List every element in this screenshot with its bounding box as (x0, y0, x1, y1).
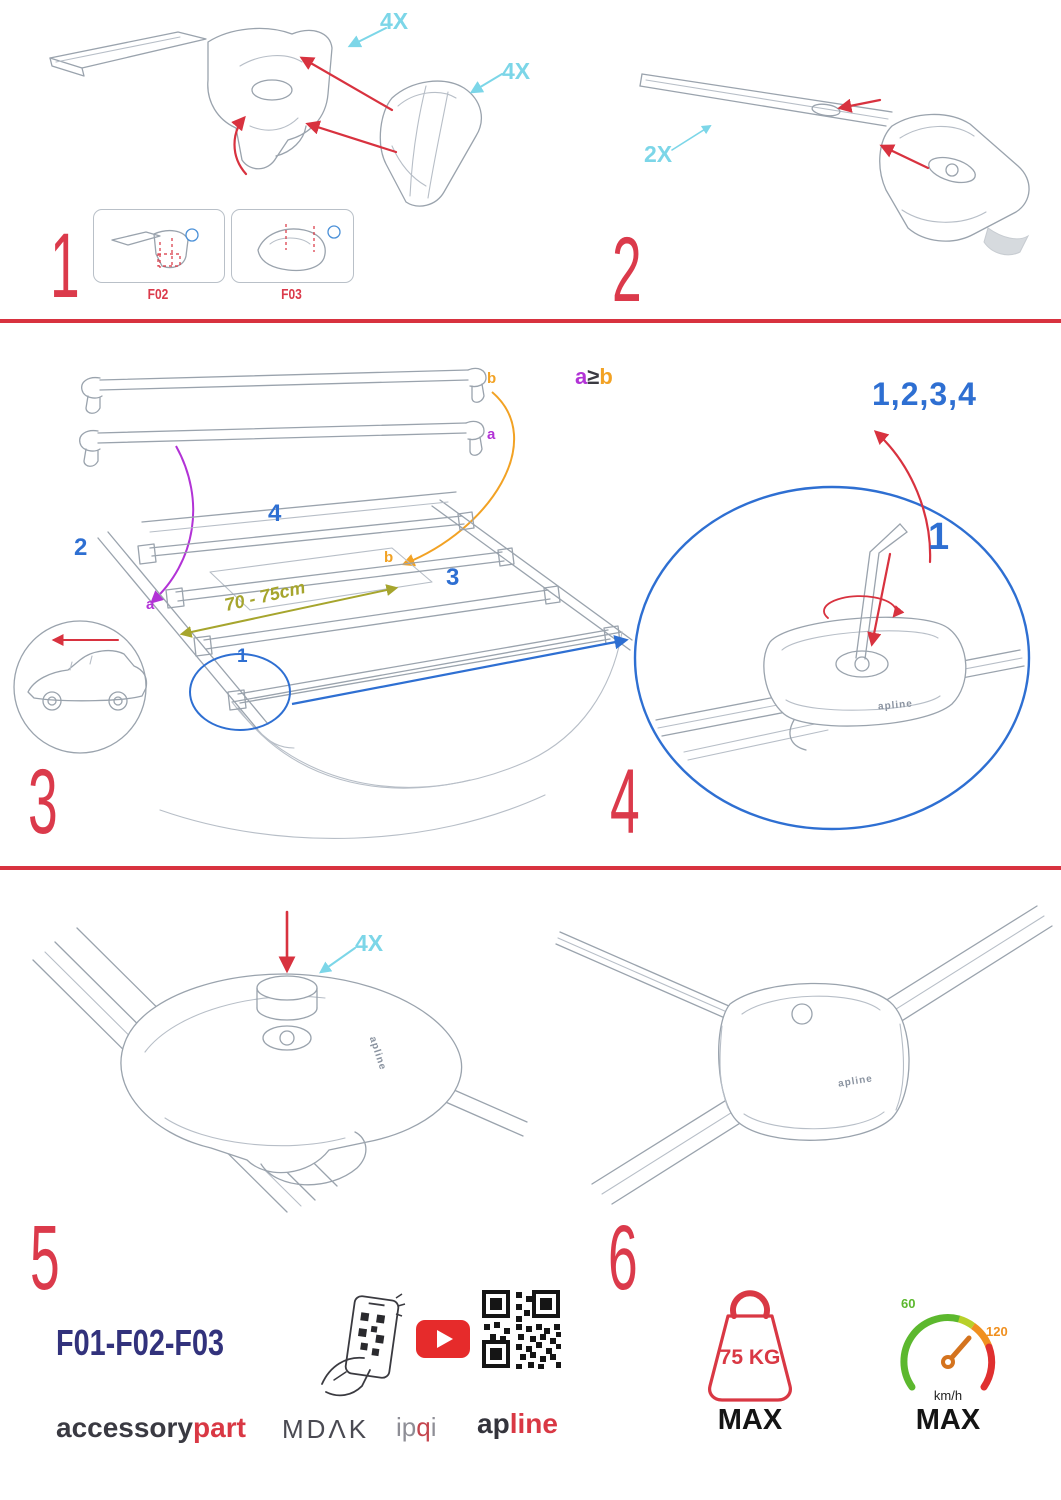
weight-icon (708, 1290, 792, 1402)
speed-high-label: 120 (986, 1324, 1008, 1339)
position-1: 1 (237, 646, 248, 667)
red-arrow (837, 98, 882, 113)
part-box-f03 (231, 209, 354, 283)
section-divider (0, 319, 1061, 323)
clamp-sketch (120, 973, 463, 1186)
apline-dark: ap (477, 1408, 510, 1439)
orange-arrow (401, 391, 516, 567)
ipqi-logo: ipqi (396, 1412, 437, 1443)
step1-number: 1 (50, 215, 80, 317)
allen-key-sketch (855, 523, 908, 660)
mdak-logo: MDΛK (282, 1414, 370, 1444)
purple-arrow (150, 445, 195, 604)
red-arrow (231, 115, 248, 176)
step5-qty: 4X (355, 930, 384, 956)
red-rotation-arrow (823, 595, 905, 619)
cyan-arrow (671, 124, 712, 151)
bar-b-label: b (487, 370, 497, 387)
speed-unit-label: km/h (933, 1388, 963, 1403)
clamp-sketch (718, 982, 910, 1141)
position-2: 2 (74, 534, 88, 561)
section-divider (0, 866, 1061, 870)
ipqi-part3: i (430, 1412, 437, 1442)
clamp-sketch (763, 616, 967, 751)
apline-red: line (509, 1408, 558, 1439)
step3-illustration (13, 367, 633, 839)
step5-illustration (32, 910, 528, 1213)
dimension-arrow (179, 584, 399, 638)
step4-number: 4 (610, 751, 640, 853)
spare-crossbar-sketch (81, 367, 487, 414)
youtube-icon (416, 1320, 470, 1358)
sequence-label: 1,2,3,4 (872, 376, 977, 412)
qr-code (482, 1290, 561, 1369)
step4-illustration (633, 430, 1031, 831)
roof-a-label: a (146, 596, 155, 613)
speed-low-label: 60 (901, 1296, 916, 1311)
blue-arrow (291, 635, 629, 706)
bar-end-sketch (49, 27, 333, 170)
roof-sketch (97, 491, 633, 839)
f03-label: F03 (281, 286, 302, 303)
weight-value: 75 KG (719, 1346, 781, 1369)
rule-a: a (575, 364, 588, 389)
cyan-arrow (347, 27, 387, 48)
step3-number: 3 (28, 751, 58, 853)
step2-qty: 2X (644, 141, 673, 167)
cyan-arrow (469, 73, 503, 94)
cyan-arrow (319, 947, 356, 974)
ipqi-part2: q (416, 1412, 431, 1442)
bar-a-label: a (487, 426, 496, 443)
rule-op: ≥ (587, 364, 600, 389)
cover-sketch (379, 80, 482, 207)
accessorypart-logo: accessorypart (56, 1412, 246, 1444)
step2-illustration (639, 73, 1030, 256)
step1-qty-b: 4X (502, 58, 531, 84)
speed-max-label: MAX (915, 1404, 981, 1436)
crossbar-stub (440, 1085, 528, 1137)
step2-number: 2 (612, 219, 642, 321)
f03-sketch (257, 224, 341, 272)
step5-number: 5 (30, 1207, 60, 1309)
apline-logo: apline (477, 1408, 558, 1440)
step1-illustration (49, 27, 503, 207)
step1-qty-a: 4X (380, 8, 409, 34)
f02-sketch (111, 228, 199, 269)
end-clamp-sketch (879, 113, 1030, 256)
first-step-label: 1 (928, 516, 950, 558)
red-arrow (299, 56, 394, 112)
ipqi-part1: ip (396, 1412, 417, 1442)
rule-b: b (599, 364, 613, 389)
rule-a-gte-b: a≥b (575, 364, 613, 390)
roof-b-label: b (384, 549, 394, 566)
red-arrow (305, 120, 398, 154)
step6-illustration (555, 905, 1053, 1205)
highlight-circle (189, 653, 291, 731)
red-curved-arrow (873, 430, 932, 564)
car-inset (13, 620, 148, 754)
position-4: 4 (268, 500, 282, 527)
f02-label: F02 (147, 286, 169, 303)
part-box-f02 (93, 209, 225, 283)
zoom-circle (633, 485, 1031, 831)
step6-number: 6 (608, 1207, 638, 1309)
speedometer-icon (900, 1314, 996, 1391)
accessorypart-red: part (193, 1412, 246, 1443)
product-codes: F01-F02-F03 (56, 1322, 225, 1363)
play-icon (437, 1330, 453, 1348)
red-arrow (867, 552, 892, 647)
weight-max-label: MAX (717, 1404, 783, 1436)
phone-scan-icon (321, 1293, 406, 1397)
red-arrow (879, 144, 930, 170)
position-3: 3 (446, 564, 460, 591)
aero-bar-sketch (639, 73, 893, 127)
roof-crossbars-sketch (137, 511, 621, 711)
accessorypart-dark: accessory (56, 1412, 194, 1443)
